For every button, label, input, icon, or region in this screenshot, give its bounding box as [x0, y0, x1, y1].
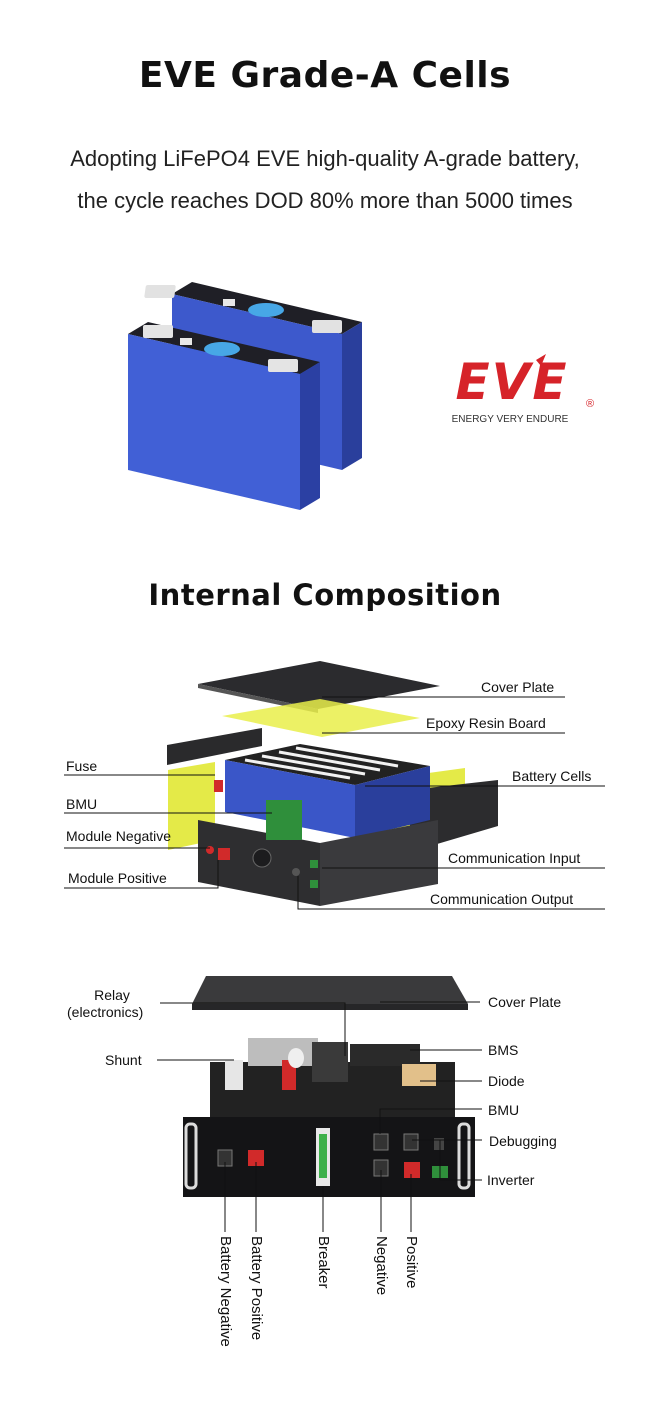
label-fuse: Fuse [66, 758, 98, 774]
label-battery-cells: Battery Cells [512, 768, 592, 784]
label-epoxy-resin-board: Epoxy Resin Board [426, 715, 546, 731]
label-inverter: Inverter [487, 1172, 535, 1188]
label-battery-negative: Battery Negative [217, 1236, 234, 1347]
label-breaker: Breaker [315, 1236, 332, 1289]
label-relay: Relay [94, 987, 130, 1003]
subtitle-line-2: the cycle reaches DOD 80% more than 5000… [77, 188, 573, 213]
label-relay-electronics: (electronics) [67, 1004, 144, 1020]
logo-brand-text: EVE [455, 353, 569, 411]
internal-composition-diagram [64, 661, 605, 910]
page-title: EVE Grade-A Cells [138, 55, 512, 96]
logo-registered: ® [586, 398, 595, 410]
subtitle-line-1: Adopting LiFePO4 EVE high-quality A-grad… [70, 146, 580, 171]
label-rack-bmu: BMU [488, 1102, 520, 1118]
label-rack-cover-plate: Cover Plate [488, 994, 562, 1010]
label-communication-output: Communication Output [430, 891, 574, 907]
label-battery-positive: Battery Positive [248, 1236, 265, 1341]
battery-cells-image [128, 282, 362, 510]
eve-logo: EVE ® ENERGY VERY ENDURE [428, 352, 600, 432]
label-positive: Positive [403, 1236, 420, 1289]
label-cover-plate: Cover Plate [481, 679, 555, 695]
label-module-positive: Module Positive [68, 870, 167, 886]
composition-title: Internal Composition [148, 578, 502, 612]
logo-tagline: ENERGY VERY ENDURE [451, 414, 569, 425]
label-shunt: Shunt [105, 1052, 142, 1068]
label-bms: BMS [488, 1042, 519, 1058]
label-communication-input: Communication Input [448, 850, 581, 866]
label-bmu: BMU [66, 796, 98, 812]
label-diode: Diode [488, 1073, 525, 1089]
label-module-negative: Module Negative [66, 828, 172, 844]
label-debugging: Debugging [489, 1133, 557, 1149]
label-negative: Negative [373, 1236, 390, 1296]
